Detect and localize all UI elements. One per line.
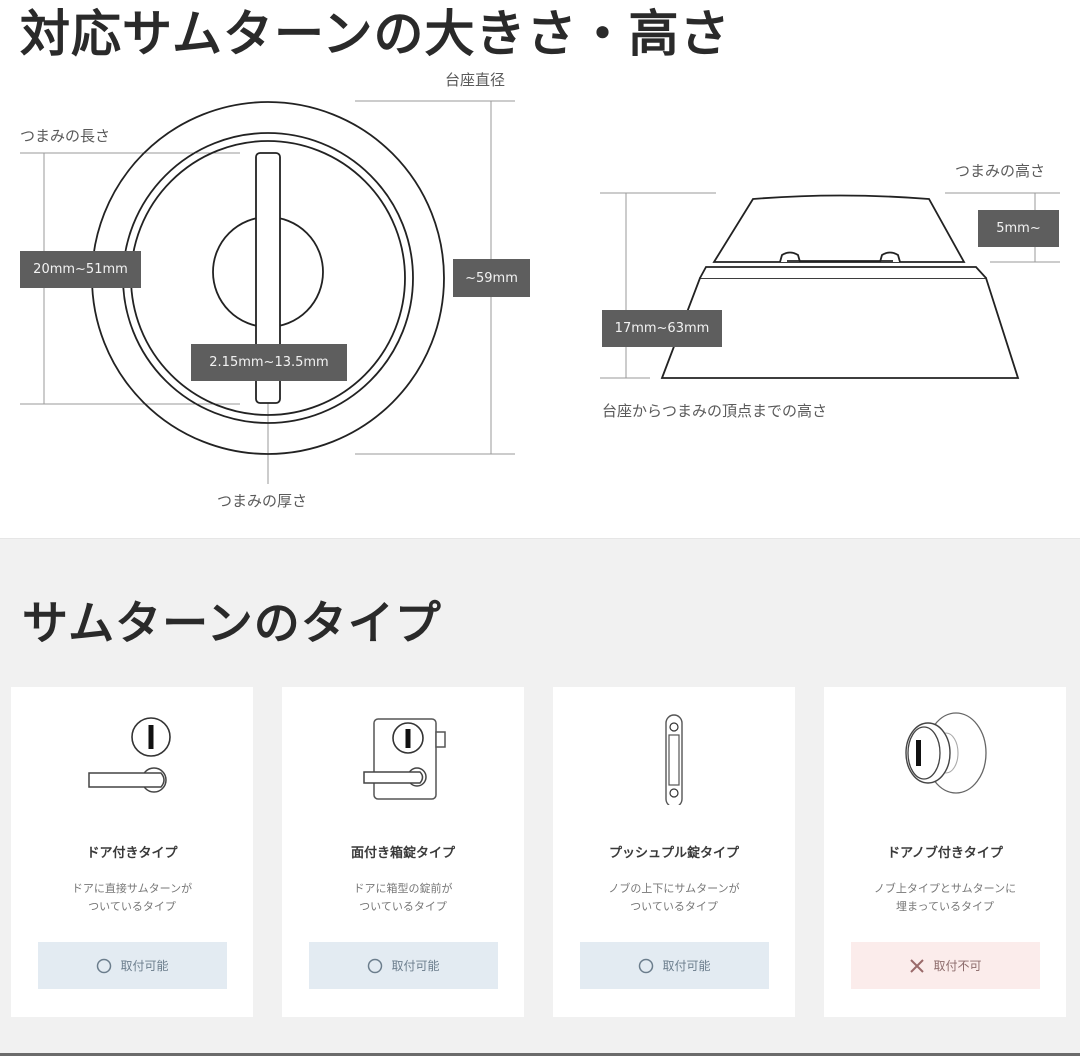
section-title: サムターンのタイプ [22, 596, 442, 650]
status-badge-compatible: 取付可能 [38, 942, 227, 989]
type-name: ドアノブ付きタイプ [887, 846, 1003, 861]
status-badge-compatible: 取付可能 [580, 942, 769, 989]
circle-ok-icon [639, 958, 654, 973]
box-lock-thumbturn-icon [363, 718, 446, 800]
knob-height-label: つまみの高さ [955, 162, 1046, 180]
bottom-divider [0, 1053, 1080, 1056]
push-pull-lock-icon [665, 714, 683, 805]
type-description: ドアに箱型の錠前が ついているタイプ [353, 882, 453, 913]
size-section: 対応サムターンの大きさ・高さ [20, 5, 1060, 510]
type-description: ノブ上タイプとサムターンに 埋まっているタイプ [873, 882, 1017, 913]
type-name: 面付き箱錠タイプ [350, 846, 455, 861]
type-description: ノブの上下にサムターンが ついているタイプ [608, 882, 740, 913]
type-name: プッシュプル錠タイプ [608, 846, 739, 861]
type-card-doorknob: ドアノブ付きタイプ ノブ上タイプとサムターンに 埋まっているタイプ 取付不可 [824, 687, 1066, 1017]
total-height-caption: 台座からつまみの頂点までの高さ [602, 402, 828, 420]
type-description: ドアに直接サムターンが ついているタイプ [71, 882, 193, 913]
lever-handle-thumbturn-icon [88, 717, 171, 793]
knob-length-value: 20mm~51mm [20, 251, 141, 288]
cross-ng-icon [910, 958, 925, 973]
knob-length-label: つまみの長さ [20, 127, 111, 145]
type-card-push-pull: プッシュプル錠タイプ ノブの上下にサムターンが ついているタイプ 取付可能 [553, 687, 795, 1017]
base-diameter-value: ~59mm [453, 259, 530, 297]
knob-height-value: 5mm~ [978, 210, 1059, 247]
status-badge-incompatible: 取付不可 [851, 942, 1040, 989]
knob-thickness-label: つまみの厚さ [217, 492, 308, 510]
doorknob-thumbturn-icon [905, 712, 987, 794]
front-view-diagram-icon [20, 100, 1060, 484]
types-section: サムターンのタイプ ドア付きタイプ ドアに直接サムターンが ついているタイプ 取… [0, 538, 1080, 1056]
knob-thickness-value: 2.15mm~13.5mm [191, 344, 347, 381]
type-card-door: ドア付きタイプ ドアに直接サムターンが ついているタイプ 取付可能 [11, 687, 253, 1017]
type-name: ドア付きタイプ [86, 846, 178, 861]
total-height-value: 17mm~63mm [602, 310, 722, 347]
page-title: 対応サムターンの大きさ・高さ [20, 5, 731, 63]
status-badge-compatible: 取付可能 [309, 942, 498, 989]
circle-ok-icon [368, 958, 383, 973]
base-diameter-label: 台座直径 [445, 71, 506, 89]
type-card-box-lock: 面付き箱錠タイプ ドアに箱型の錠前が ついているタイプ 取付可能 [282, 687, 524, 1017]
circle-ok-icon [97, 958, 112, 973]
